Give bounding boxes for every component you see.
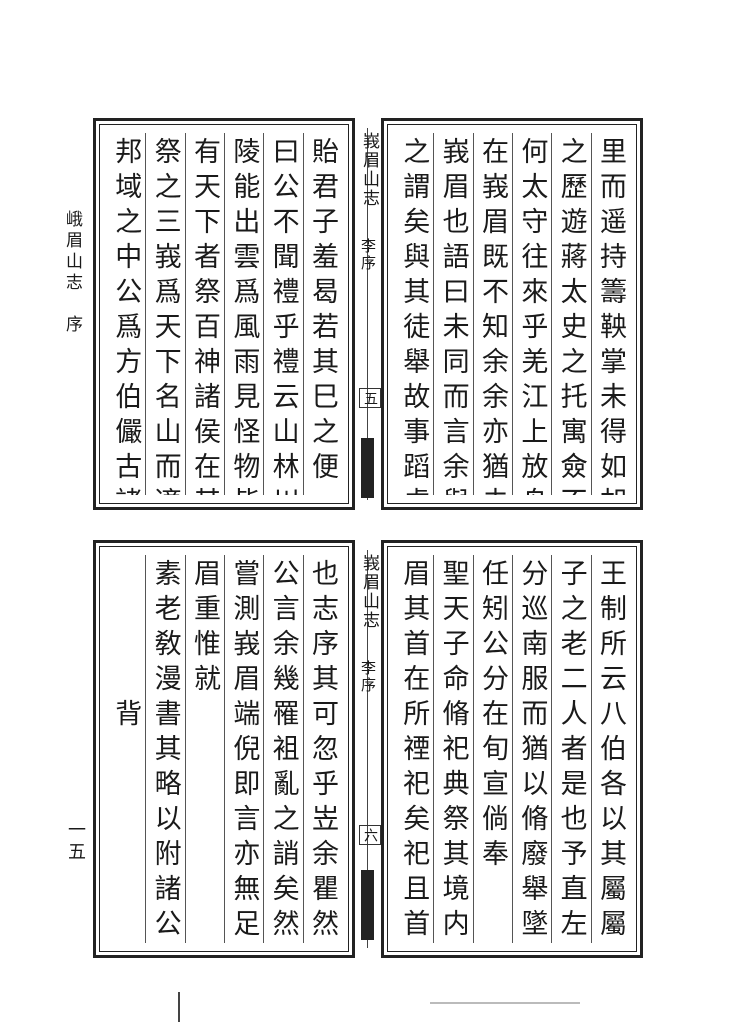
text-column: 曰公不聞禮乎禮云山林川谷丘 [263, 133, 302, 495]
text-column: 里而遥持籌鞅掌未得如胡宗伯 [590, 133, 630, 495]
text-column: 有天下者祭百神諸侯在其地則 [184, 133, 224, 495]
text-column: 也志序其可忽乎岦余瞿然曰微 [302, 555, 342, 943]
text-column: 子之老二人者是也予直左右公 [551, 555, 590, 943]
spine-title: 峩眉山志 [359, 132, 379, 208]
text-column: 祭之三峩爲天下名山而適在公 [145, 133, 184, 495]
foot-rule [430, 1002, 580, 1004]
bottom-right-half: 王制所云八伯各以其屬屬於天 子之老二人者是也予直左右公 分巡南服而猶以脩廢舉墜爲… [381, 540, 643, 958]
top-spine: 峩眉山志 李序 五 [355, 118, 381, 510]
text-column: 嘗測峩眉端倪即言亦無足爲峩 [223, 555, 263, 943]
top-leaf: 貽君子羞曷若其巳之便 素老 曰公不聞禮乎禮云山林川谷丘 陵能出雲爲風雨見怪物皆曰… [93, 118, 643, 510]
bottom-spine: 峩眉山志 李序 六 [355, 540, 381, 958]
spine-folio: 五 [359, 388, 381, 408]
text-column: 邦域之中公爲方伯儼古諸侯斗 [110, 137, 142, 495]
text-column: 眉重惟就 [184, 555, 224, 943]
spine-title: 峩眉山志 [359, 554, 379, 630]
spine-section: 李序 [359, 238, 377, 272]
fold-line [367, 550, 368, 948]
fish-tail-mark [361, 438, 374, 498]
bottom-leaf: 也志序其可忽乎岦余瞿然曰微 公言余幾罹袓亂之誚矣然究未 嘗測峩眉端倪即言亦無足爲… [93, 540, 643, 958]
page-number: 一五 [65, 820, 86, 864]
top-left-half: 貽君子羞曷若其巳之便 素老 曰公不聞禮乎禮云山林川谷丘 陵能出雲爲風雨見怪物皆曰… [93, 118, 355, 510]
spine-section: 李序 [359, 660, 377, 694]
text-column: 之謂矣與其徒舉故事蹈虛文以 [398, 137, 430, 495]
text-column: 公言余幾罹袓亂之誚矣然究未 [263, 555, 302, 943]
text-column: 背 [110, 559, 142, 734]
text-column: 素老敎漫書其略以附諸公後 [145, 555, 184, 943]
text-column: 聖天子命脩祀典祭其境内山川峩 [433, 555, 472, 943]
text-column: 分巡南服而猶以脩廢舉墜爲巳 [511, 555, 551, 943]
spine-folio: 六 [359, 825, 381, 845]
text-column: 之歷遊蔣太史之托寓僉不得如 [551, 133, 590, 495]
text-column: 任矧公分在旬宣倘奉 [472, 555, 512, 943]
fold-line [367, 128, 368, 500]
text-column: 眉其首在所禋祀矣祀且首公任 [398, 559, 430, 943]
bottom-left-half: 也志序其可忽乎岦余瞿然曰微 公言余幾罹袓亂之誚矣然究未 嘗測峩眉端倪即言亦無足爲… [93, 540, 355, 958]
text-column: 何太守往來乎羌江上放舟遥望 [511, 133, 551, 495]
top-right-half: 里而遥持籌鞅掌未得如胡宗伯 之歷遊蔣太史之托寓僉不得如 何太守往來乎羌江上放舟遥… [381, 118, 643, 510]
fish-tail-mark [361, 870, 374, 940]
book-title: 峨眉山志 序 [62, 210, 82, 336]
gutter-mark [178, 992, 180, 1022]
text-column: 貽君子羞曷若其巳之便 素老 [302, 133, 342, 495]
text-column: 在峩眉既不知余余亦猶未覩夫 [472, 133, 512, 495]
text-column: 王制所云八伯各以其屬屬於天 [590, 555, 630, 943]
text-column: 峩眉也語曰未同而言余與峩眉 [433, 133, 472, 495]
text-column: 陵能出雲爲風雨見怪物皆曰神 [223, 133, 263, 495]
